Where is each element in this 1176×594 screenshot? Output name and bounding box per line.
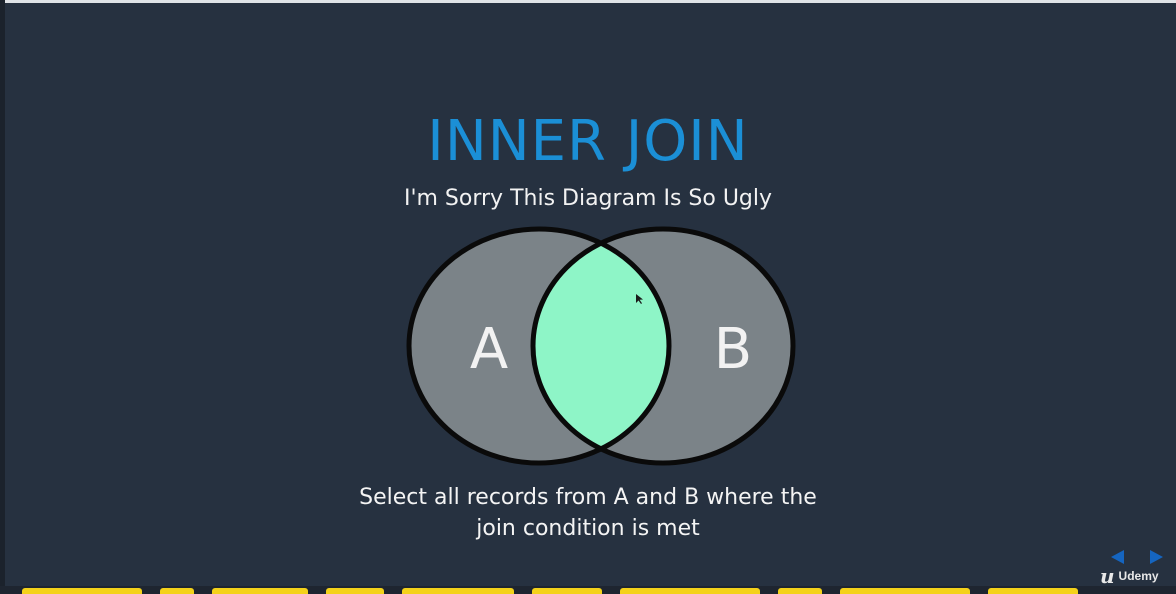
next-slide-button[interactable]	[1150, 550, 1163, 564]
slide-caption: Select all records from A and B where th…	[288, 482, 888, 544]
caption-line-1: Select all records from A and B where th…	[359, 485, 817, 510]
udemy-wordmark: Udemy	[1118, 569, 1159, 583]
set-a-outline	[406, 226, 672, 466]
caption-line-2: join condition is met	[476, 516, 700, 541]
mouse-cursor-icon	[636, 294, 643, 304]
cropped-subtitle-strip	[0, 586, 1176, 594]
set-b-outline	[530, 226, 796, 466]
top-edge-strip	[0, 0, 1176, 3]
intersection-region	[533, 229, 669, 463]
left-edge-strip	[0, 0, 5, 594]
set-a-label: A	[470, 317, 508, 382]
previous-slide-button[interactable]	[1111, 550, 1124, 564]
udemy-mark-icon: u	[1100, 564, 1115, 588]
slide-subtitle: I'm Sorry This Diagram Is So Ugly	[403, 186, 773, 211]
udemy-logo: u Udemy	[1100, 566, 1159, 586]
slide-title: INNER JOIN	[427, 109, 749, 174]
set-b-label: B	[714, 317, 752, 382]
